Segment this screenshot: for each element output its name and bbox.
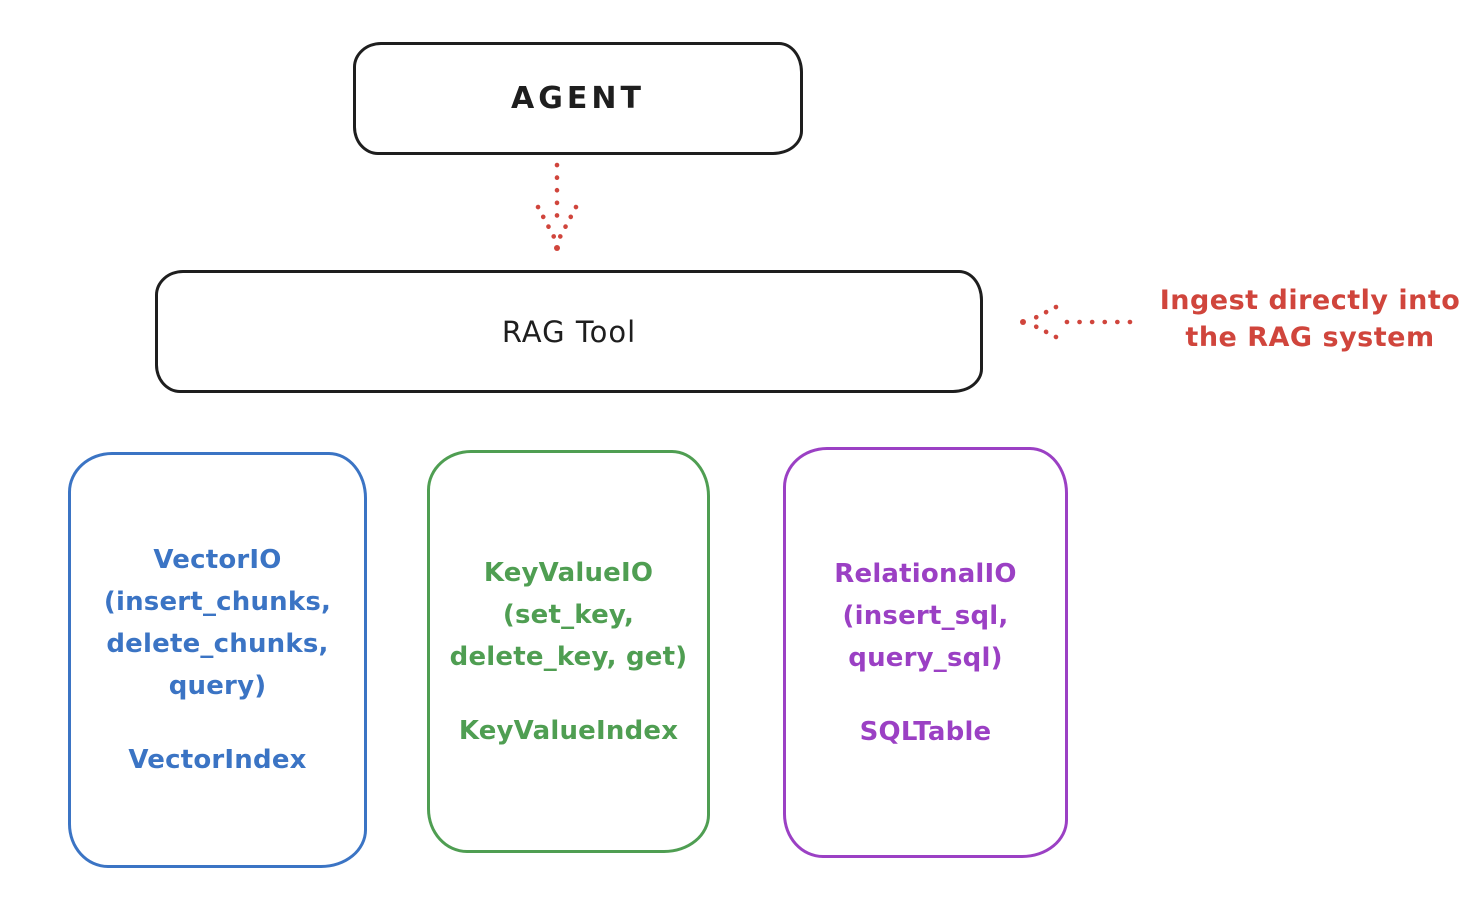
vector-io-line: query) bbox=[168, 671, 267, 701]
keyvalue-index-label: KeyValueIndex bbox=[458, 715, 679, 746]
annotation-line-2: the RAG system bbox=[1185, 322, 1435, 353]
node-rag-tool-label: RAG Tool bbox=[501, 314, 637, 349]
keyvalue-io-line: (set_key, bbox=[502, 599, 635, 630]
vector-index-label: VectorIndex bbox=[128, 745, 307, 775]
io-box-relational: RelationalIO (insert_sql, query_sql) SQL… bbox=[783, 447, 1068, 858]
annotation-line-1: Ingest directly into bbox=[1159, 285, 1461, 316]
relational-io-line: query_sql) bbox=[848, 642, 1003, 673]
io-box-keyvalue: KeyValueIO (set_key, delete_key, get) Ke… bbox=[427, 450, 710, 853]
annotation-ingest: Ingest directly into the RAG system bbox=[1138, 282, 1482, 356]
keyvalue-io-line: KeyValueIO bbox=[483, 557, 654, 588]
sqltable-label: SQLTable bbox=[859, 716, 992, 747]
relational-io-line: RelationalIO bbox=[834, 558, 1017, 589]
dotted-arrow-down-icon bbox=[535, 162, 579, 251]
io-box-vector: VectorIO (insert_chunks, delete_chunks, … bbox=[68, 452, 367, 868]
vector-io-line: VectorIO bbox=[153, 545, 282, 575]
node-agent: AGENT bbox=[353, 42, 803, 155]
vector-io-line: (insert_chunks, bbox=[103, 587, 332, 617]
node-agent-label: AGENT bbox=[511, 81, 645, 116]
relational-io-line: (insert_sql, bbox=[842, 600, 1009, 631]
dotted-arrow-left-icon bbox=[1020, 304, 1133, 340]
node-rag-tool: RAG Tool bbox=[155, 270, 983, 393]
vector-io-line: delete_chunks, bbox=[106, 629, 329, 659]
keyvalue-io-line: delete_key, get) bbox=[449, 641, 688, 672]
